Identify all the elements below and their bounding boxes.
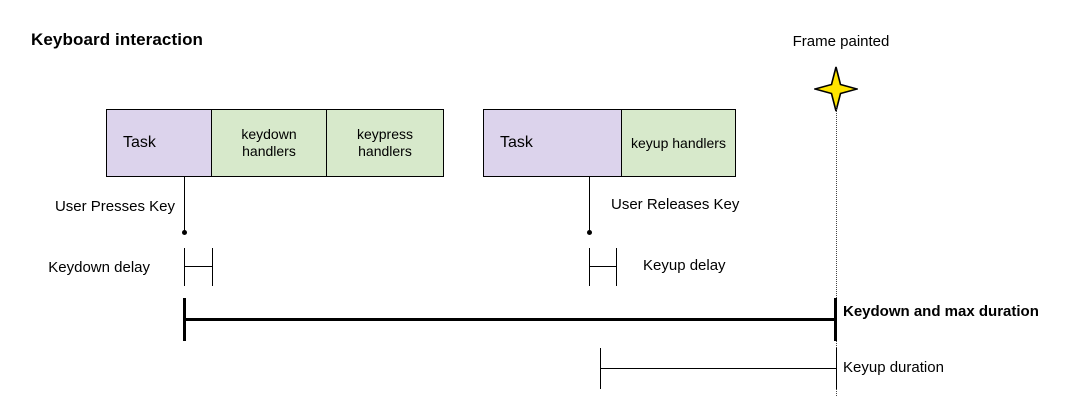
keyup-track: Task keyup handlers [483,109,736,177]
keyup-delay-span [589,266,616,267]
user-presses-key-connector [184,176,185,233]
task-box-keydown[interactable]: Task [106,109,212,177]
user-releases-key-marker [587,230,592,235]
task-box-keyup[interactable]: Task [483,109,622,177]
keydown-delay-span [184,266,212,267]
keyup-duration-span [600,368,836,369]
page-title: Keyboard interaction [31,30,204,49]
user-releases-key-connector [589,176,590,233]
keydown-max-duration-span [183,318,836,321]
keyup-delay-start-tick [589,248,590,286]
keyup-duration-end-tick [836,348,837,389]
keydown-handlers-label: keydown handlers [241,126,297,159]
user-presses-key-label: User Presses Key [54,198,175,215]
task-box-keyup-label: Task [500,133,533,151]
keydown-delay-label: Keydown delay [48,259,150,276]
keydown-max-duration-label: Keydown and max duration [843,303,1039,320]
keydown-handlers-box[interactable]: keydown handlers [211,109,327,177]
keyup-delay-end-tick [616,248,617,286]
keydown-delay-start-tick [184,248,185,286]
keydown-track: Task keydown handlers keypress handlers [106,109,444,177]
keyup-delay-label: Keyup delay [643,257,726,274]
user-presses-key-marker [182,230,187,235]
task-box-keydown-label: Task [123,133,156,151]
frame-painted-label: Frame painted [792,33,890,50]
keypress-handlers-label: keypress handlers [356,126,414,159]
keypress-handlers-box[interactable]: keypress handlers [326,109,444,177]
frame-painted-guideline [836,106,837,396]
user-releases-key-label: User Releases Key [611,196,740,213]
keyup-duration-label: Keyup duration [843,359,944,376]
keyup-handlers-label: keyup handlers [631,134,726,151]
keydown-delay-end-tick [212,248,213,286]
keyup-handlers-box[interactable]: keyup handlers [621,109,736,177]
